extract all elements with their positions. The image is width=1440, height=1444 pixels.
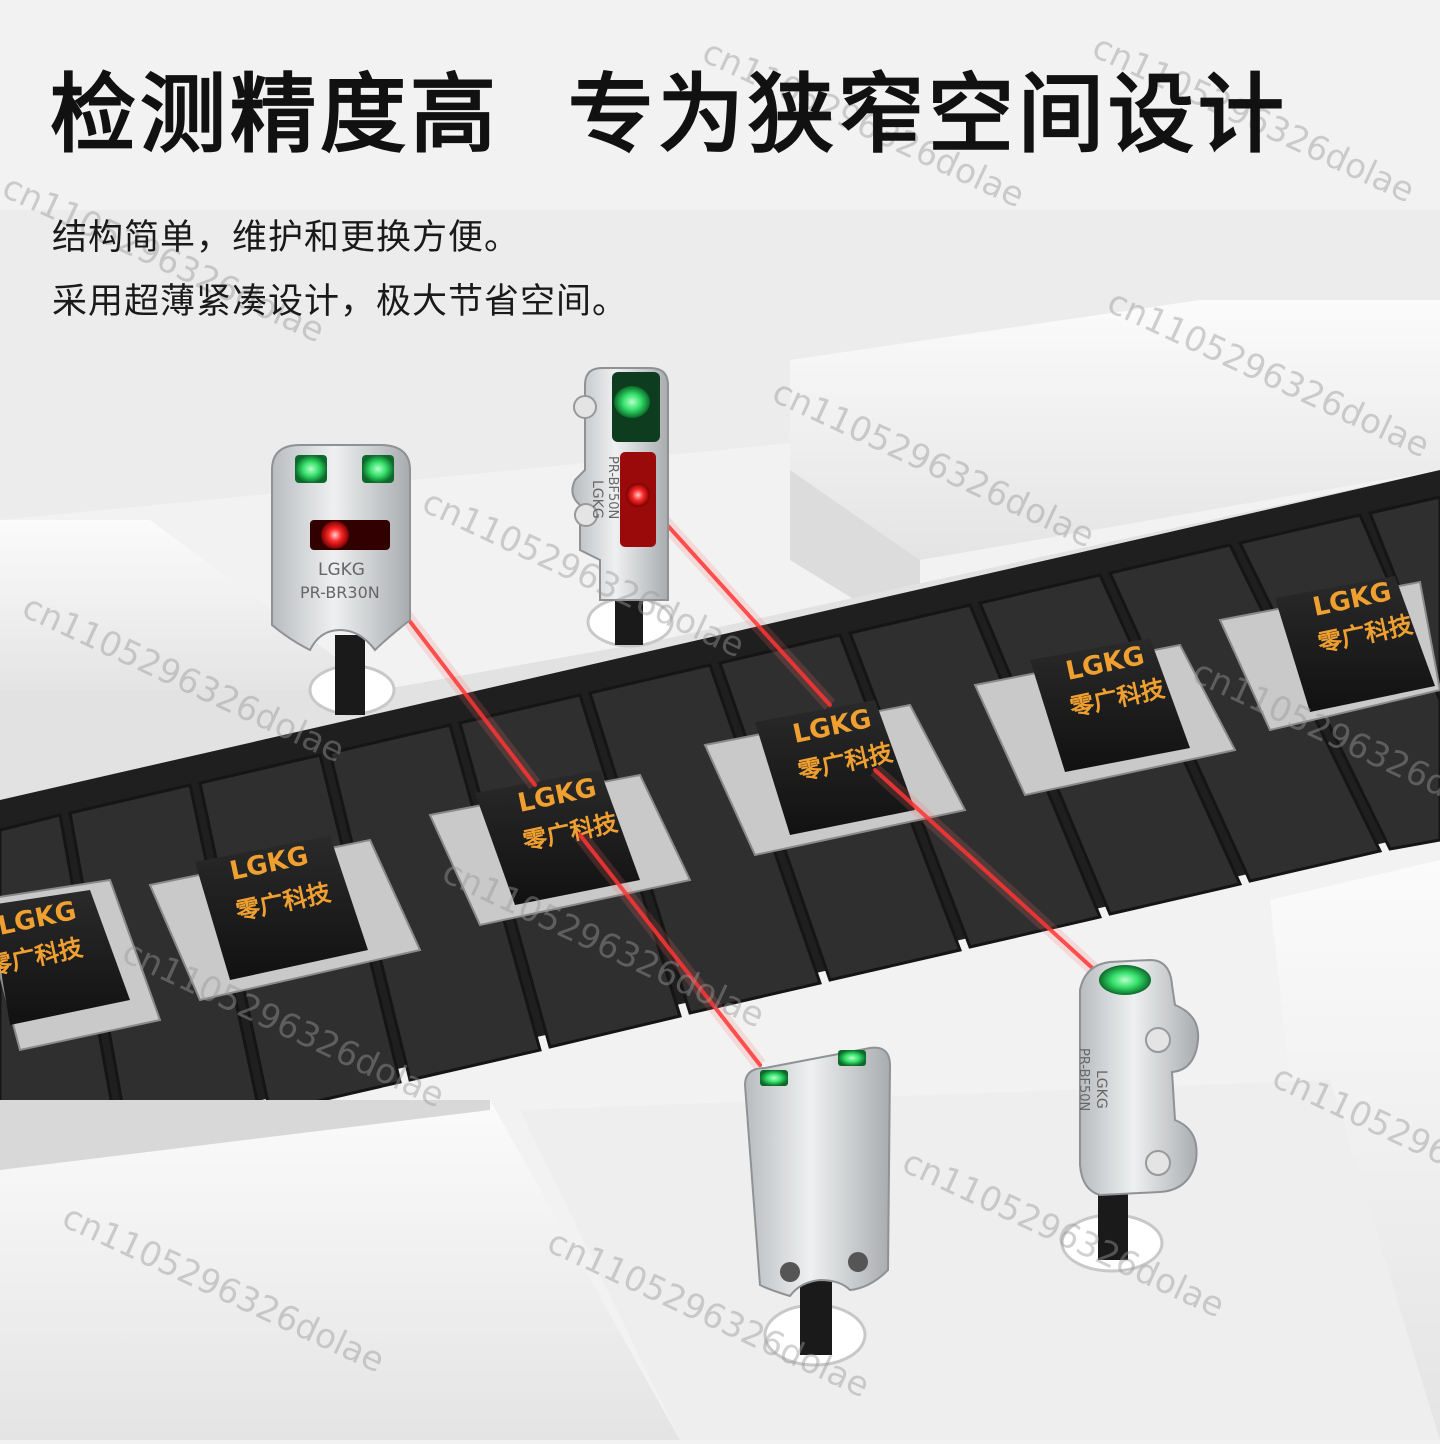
laser-beams — [338, 493, 1102, 1067]
top-right-platform — [790, 300, 1440, 560]
indicator-led-green-icon — [362, 455, 394, 483]
chip-1: LGKG 零广科技 — [0, 878, 162, 1052]
chip-3: LGKG 零广科技 — [428, 770, 692, 927]
laser-emitter-icon — [321, 521, 349, 549]
headline: 检测精度高 专为狭窄空间设计 — [50, 65, 1288, 165]
thin-sensor-rear-brand: LGKG — [318, 560, 365, 580]
indicator-led-green-icon — [1099, 965, 1151, 995]
chip-4: LGKG 零广科技 — [703, 700, 967, 857]
chip-2: LGKG 零广科技 — [148, 836, 422, 1002]
front-left-block — [0, 1100, 680, 1440]
laser-beam-2 — [638, 493, 832, 707]
back-wall — [0, 210, 1440, 520]
indicator-led-green-icon — [838, 1050, 866, 1066]
slot-sensor-rear-model: PR-BF50N — [605, 456, 620, 519]
indicator-led-green-icon — [614, 386, 650, 418]
front-right-block — [1270, 860, 1440, 1440]
thin-sensor-front — [743, 1046, 892, 1367]
slot-sensor-rear-brand: LGKG — [589, 480, 605, 519]
indicator-led-green-icon — [295, 455, 327, 483]
indicator-led-green-icon — [760, 1070, 788, 1086]
slot-sensor-rear: LGKG PR-BF50N — [571, 367, 674, 648]
laser-beam-3 — [578, 833, 762, 1067]
subtitle-line-2: 采用超薄紧凑设计，极大节省空间。 — [52, 282, 629, 322]
slot-sensor-front-model: PR-BF50N — [1076, 1048, 1091, 1111]
laser-emitter-icon — [626, 483, 650, 507]
slot-sensor-front-brand: LGKG — [1093, 1070, 1109, 1109]
laser-beam-4 — [873, 768, 1102, 977]
left-platform — [0, 520, 380, 690]
thin-sensor-rear: LGKG PR-BR30N — [271, 444, 411, 716]
subtitle-line-1: 结构简单，维护和更换方便。 — [52, 218, 521, 258]
thin-sensor-rear-model: PR-BR30N — [300, 583, 380, 602]
chip-5: LGKG 零广科技 — [973, 638, 1237, 797]
slot-sensor-front: LGKG PR-BF50N — [1060, 958, 1200, 1273]
chip-6: LGKG 零广科技 — [1218, 576, 1440, 732]
